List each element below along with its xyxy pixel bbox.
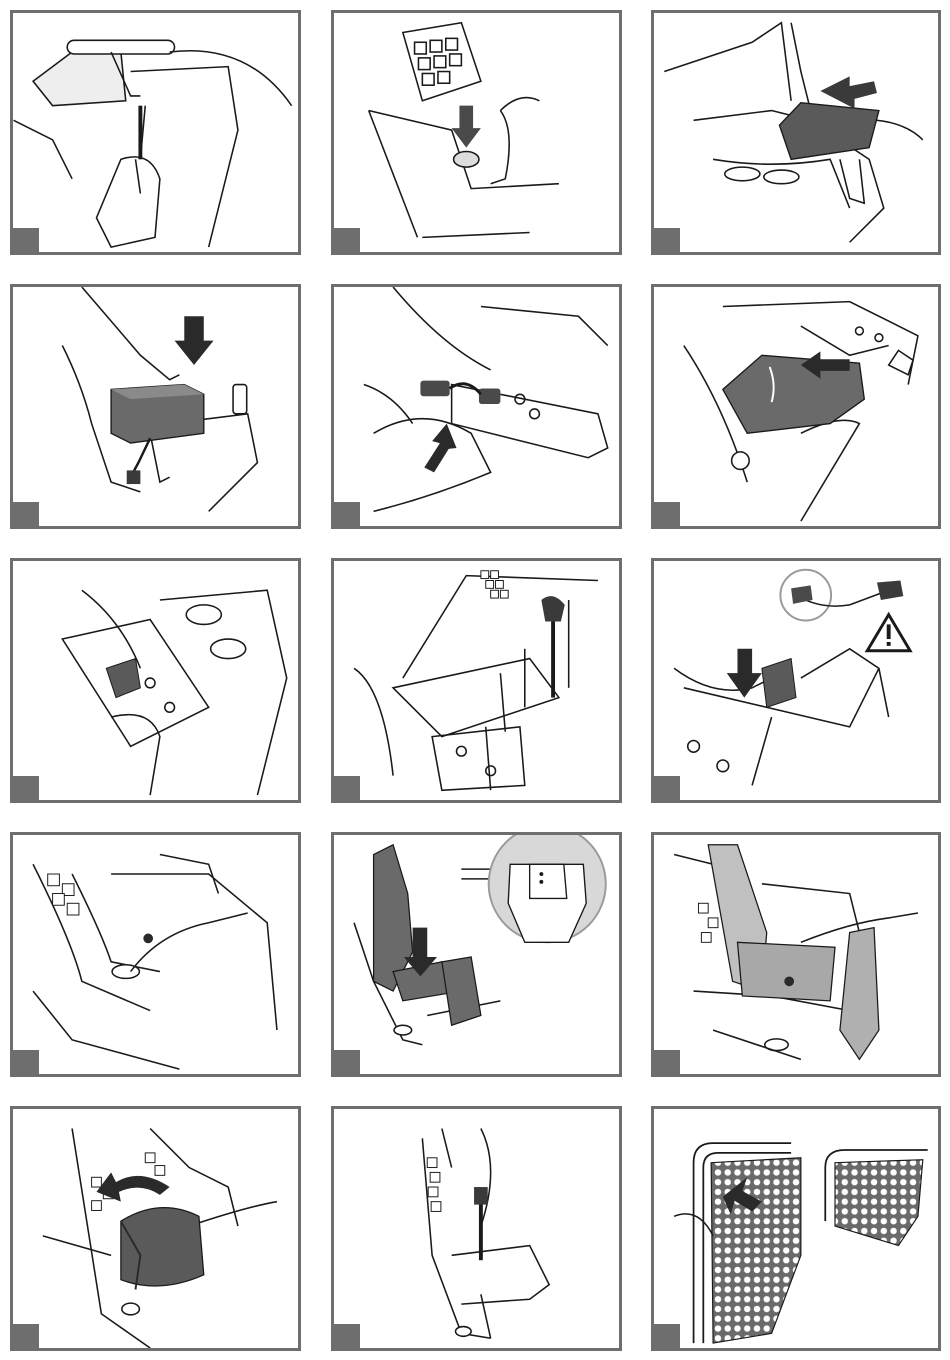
illustration-knob-press-down <box>334 13 619 252</box>
step-number-tab <box>651 1050 680 1077</box>
step-number-tab <box>331 228 360 255</box>
illustration-slide-plate-out <box>654 13 938 252</box>
step-number-tab <box>651 776 680 803</box>
illustration-seat-cushion-flip <box>13 1109 298 1348</box>
step-panel-7 <box>10 558 301 803</box>
step-panel-10 <box>10 832 301 1077</box>
step-panel-9 <box>651 558 941 803</box>
illustration-plate-with-connector <box>334 287 619 526</box>
step-number-tab <box>10 228 39 255</box>
step-number-tab <box>651 228 680 255</box>
illustration-connector-clip <box>13 561 298 800</box>
step-number-tab <box>10 1050 39 1077</box>
step-panel-6 <box>651 284 941 529</box>
illustration-seat-install-detail <box>334 835 619 1074</box>
step-panel-3 <box>651 10 941 255</box>
step-panel-11 <box>331 832 622 1077</box>
illustration-tighten-knob <box>13 835 298 1074</box>
warning-triangle-icon <box>867 615 910 651</box>
step-panel-2 <box>331 10 622 255</box>
step-number-tab <box>331 502 360 529</box>
illustration-seat-screwdriver <box>334 1109 619 1348</box>
step-panel-15 <box>651 1106 941 1351</box>
step-number-tab <box>651 502 680 529</box>
step-panel-1 <box>10 10 301 255</box>
step-number-tab <box>10 502 39 529</box>
step-panel-8 <box>331 558 622 803</box>
illustration-tray-insert <box>654 287 938 526</box>
step-panel-13 <box>10 1106 301 1351</box>
step-number-tab <box>651 1324 680 1351</box>
illustration-battery-lift <box>13 287 298 526</box>
step-panel-12 <box>651 832 941 1077</box>
step-number-tab <box>10 1324 39 1351</box>
illustration-plug-cable-warning <box>654 561 938 800</box>
step-number-tab <box>331 1324 360 1351</box>
step-number-tab <box>10 776 39 803</box>
illustration-mesh-side-panel <box>654 1109 938 1348</box>
step-panel-5 <box>331 284 622 529</box>
step-number-tab <box>331 776 360 803</box>
step-panel-4 <box>10 284 301 529</box>
illustration-seat-screw <box>654 835 938 1074</box>
illustration-plate-screws <box>334 561 619 800</box>
step-number-tab <box>331 1050 360 1077</box>
step-panel-14 <box>331 1106 622 1351</box>
illustration-screwdriver-under-handle <box>13 13 298 252</box>
